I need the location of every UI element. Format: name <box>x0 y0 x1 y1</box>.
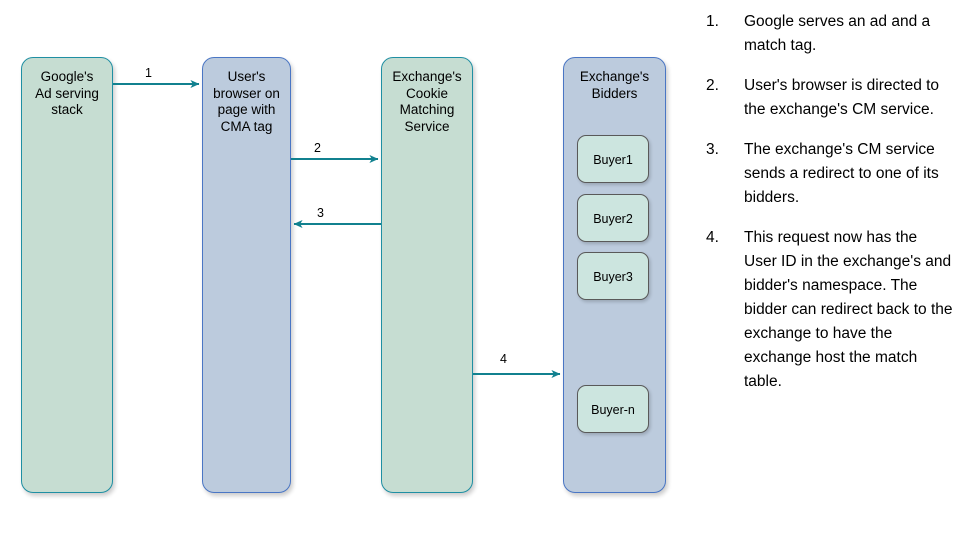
step-text: Google serves an ad and a match tag. <box>744 13 931 54</box>
step-number: 4. <box>706 229 719 246</box>
arrow-3-label: 3 <box>317 206 324 220</box>
step-number: 1. <box>706 13 719 30</box>
step-item-3: 3. The exchange's CM service sends a red… <box>706 138 954 210</box>
step-item-2: 2. User's browser is directed to the exc… <box>706 74 954 122</box>
buyer-label: Buyer1 <box>593 153 633 167</box>
step-text: This request now has the User ID in the … <box>744 229 953 390</box>
arrow-1-label: 1 <box>145 66 152 80</box>
step-number: 3. <box>706 141 719 158</box>
buyer-box-3[interactable]: Buyer3 <box>577 252 649 300</box>
lane-user-browser[interactable]: User's browser on page with CMA tag <box>202 57 291 493</box>
step-item-1: 1. Google serves an ad and a match tag. <box>706 10 954 58</box>
lane-google-ad-serving-stack[interactable]: Google's Ad serving stack <box>21 57 113 493</box>
step-item-4: 4. This request now has the User ID in t… <box>706 226 954 394</box>
buyer-box-1[interactable]: Buyer1 <box>577 135 649 183</box>
buyer-label: Buyer3 <box>593 270 633 284</box>
steps-list: 1. Google serves an ad and a match tag. … <box>706 10 954 410</box>
buyer-box-n[interactable]: Buyer-n <box>577 385 649 433</box>
lane-label: User's browser on page with CMA tag <box>213 69 280 134</box>
step-text: The exchange's CM service sends a redire… <box>744 141 939 206</box>
lane-label: Exchange's Cookie Matching Service <box>392 69 462 134</box>
step-number: 2. <box>706 77 719 94</box>
lane-exchange-cookie-matching-service[interactable]: Exchange's Cookie Matching Service <box>381 57 473 493</box>
buyer-label: Buyer-n <box>591 403 635 417</box>
buyer-label: Buyer2 <box>593 212 633 226</box>
lane-label: Google's Ad serving stack <box>35 69 99 117</box>
step-text: User's browser is directed to the exchan… <box>744 77 940 118</box>
arrow-2-label: 2 <box>314 141 321 155</box>
buyer-box-2[interactable]: Buyer2 <box>577 194 649 242</box>
arrow-4-label: 4 <box>500 352 507 366</box>
lane-label: Exchange's Bidders <box>579 69 650 101</box>
